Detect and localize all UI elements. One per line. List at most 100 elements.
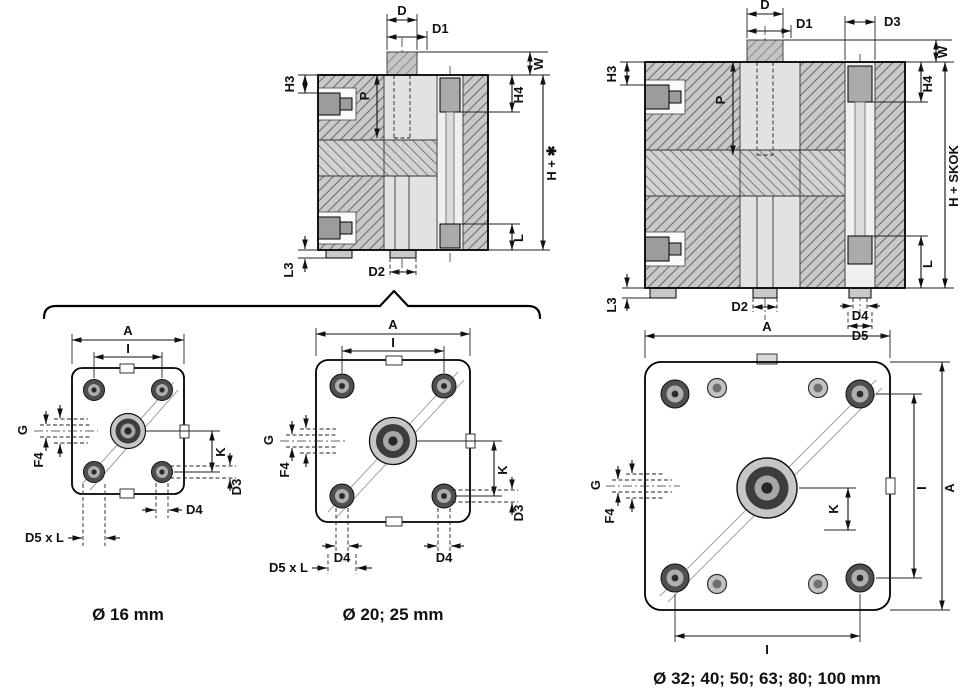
dim-label-d1: D1 — [432, 21, 449, 36]
corner-hole — [151, 379, 173, 401]
dim-L3-right: L3 — [604, 274, 650, 313]
dim-D1-left: D1 — [387, 21, 449, 50]
dim-P-left: P — [357, 75, 380, 138]
through-bolt-hole-section — [847, 65, 873, 265]
dim-G-20: G — [261, 421, 295, 461]
dim-H3-left: H3 — [282, 74, 318, 94]
dim-label-p: P — [357, 91, 372, 100]
dim-D4-right-20: D4 — [424, 508, 464, 565]
dim-I-bottom-32: I — [674, 594, 861, 657]
dim-label-d3: D3 — [884, 14, 901, 29]
port-dashed-lines — [280, 428, 346, 454]
corner-hole — [431, 483, 457, 509]
dim-label-d2: D2 — [731, 299, 748, 314]
corner-hole — [660, 379, 690, 409]
port-dashed-lines — [34, 418, 98, 444]
dim-G-32: G — [588, 466, 621, 506]
right-edge-notch — [179, 424, 190, 439]
dim-F4-20: F4 — [277, 415, 309, 478]
dim-label-f4: F4 — [31, 452, 46, 468]
dim-A-16: A — [71, 323, 185, 364]
top-edge-tab — [756, 353, 778, 365]
dim-label-d: D — [397, 3, 406, 18]
corner-hole — [431, 373, 457, 399]
dim-label-d4: D4 — [852, 308, 869, 323]
dim-label-h3: H3 — [604, 66, 619, 83]
through-bolt-hole-section — [439, 77, 461, 249]
bottom-edge-notch — [119, 488, 135, 499]
dim-label-i: I — [126, 341, 130, 356]
dim-label-w: W — [935, 45, 950, 58]
dim-label-a: A — [942, 483, 957, 493]
dim-D4-left-20: D4 — [322, 508, 362, 565]
dim-F4-16: F4 — [31, 405, 63, 468]
dim-G-16: G — [15, 411, 49, 451]
tie-rod-hole — [807, 377, 829, 399]
dim-label-a: A — [762, 319, 772, 334]
dim-D2-left: D2 — [368, 258, 417, 279]
dim-label-k: K — [826, 504, 841, 514]
body-outline — [644, 61, 906, 289]
corner-hole — [329, 373, 355, 399]
dim-label-a: A — [123, 323, 133, 338]
corner-hole — [845, 379, 875, 409]
front-view-20-25: A I G F4 K D3 — [261, 317, 526, 624]
piston-section — [645, 150, 845, 196]
dim-H-total-left: H + ✱ — [488, 75, 559, 251]
body-outline — [317, 74, 489, 251]
dim-label-h4: H4 — [920, 75, 935, 92]
dim-H4-right: H4 — [872, 62, 935, 103]
front-view-16: A I G F4 K D3 — [15, 323, 244, 624]
dim-label-d4: D4 — [436, 550, 453, 565]
dim-label-d: D — [760, 0, 769, 12]
center-rod-boss — [109, 412, 147, 450]
dim-W-right: W — [783, 39, 954, 63]
dim-I-16: I — [93, 341, 163, 378]
dim-P-right: P — [713, 62, 736, 155]
corner-hole — [151, 461, 173, 483]
dim-L-left: L — [460, 223, 526, 250]
dim-label-f4: F4 — [602, 508, 617, 524]
dim-label-h-total: H + ✱ — [544, 145, 559, 180]
dim-I-20: I — [341, 335, 445, 373]
right-edge-notch — [885, 477, 896, 495]
tie-rod-hole — [807, 573, 829, 595]
dim-L3-left: L3 — [281, 236, 326, 278]
dim-label-f4: F4 — [277, 462, 292, 478]
dim-label-w: W — [531, 57, 546, 70]
dim-K-16: K — [146, 430, 228, 473]
dim-label-g: G — [588, 480, 603, 490]
tie-rod-hole — [706, 377, 728, 399]
corner-hole — [329, 483, 355, 509]
dim-D5xL-20: D5 x L — [269, 554, 372, 575]
front-view-32-100: A G F4 K I A — [588, 319, 957, 688]
dim-D5xL-16: D5 x L — [25, 484, 120, 546]
dim-label-l3: L3 — [604, 297, 619, 312]
center-rod-boss — [368, 416, 418, 466]
dim-label-i: I — [391, 335, 395, 350]
dim-D4-right: D4 — [840, 298, 880, 323]
cap-screw-top-left — [317, 87, 357, 121]
dim-D-left: D — [386, 3, 418, 50]
top-edge-notch — [119, 363, 135, 374]
dim-label-d3: D3 — [511, 505, 526, 522]
center-rod-boss — [736, 457, 798, 519]
dim-label-d5xl: D5 x L — [25, 530, 64, 545]
dim-D3-20: D3 — [452, 477, 526, 521]
corner-hole — [660, 563, 690, 593]
dim-label-a: A — [388, 317, 398, 332]
dim-H3-right: H3 — [604, 61, 645, 86]
dim-label-d4: D4 — [186, 502, 203, 517]
dim-K-20: K — [417, 440, 510, 497]
corner-hole — [845, 563, 875, 593]
bottom-edge-notch — [385, 516, 403, 527]
thread-hole-dashed — [393, 75, 411, 139]
dim-label-l: L — [511, 234, 526, 242]
dim-label-l: L — [920, 260, 935, 268]
mounting-screw-section — [386, 51, 418, 76]
dim-D1-right: D1 — [747, 16, 813, 38]
caption-diameter-32-100: Ø 32; 40; 50; 63; 80; 100 mm — [653, 669, 881, 688]
dim-K-32: K — [799, 487, 856, 531]
